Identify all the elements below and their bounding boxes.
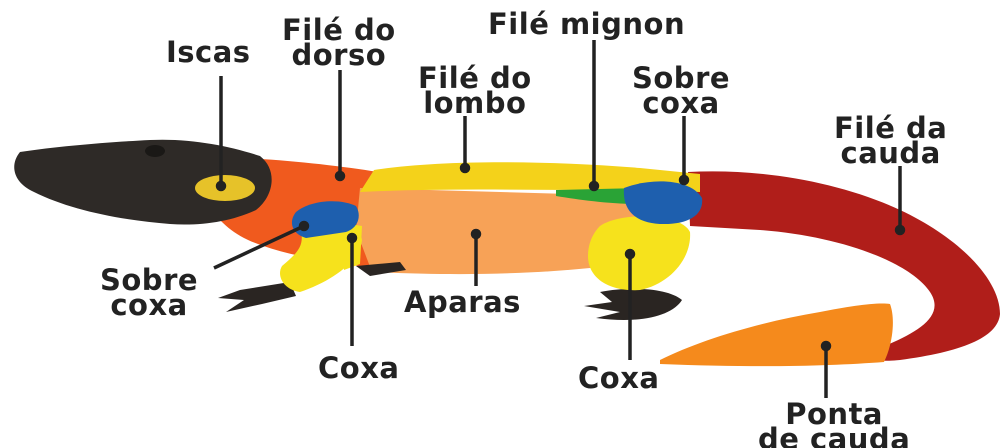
label-iscas: Iscas — [166, 35, 251, 69]
leader-file-cauda-dot — [894, 224, 906, 236]
mignon-region — [556, 188, 640, 204]
label-ponta-cauda: Ponta de cauda — [758, 397, 911, 448]
rear-thigh — [623, 181, 703, 224]
leader-sobre-coxa-rear-dot — [678, 174, 690, 186]
label-file-mignon: Filé mignon — [488, 7, 686, 41]
label-file-mignon-text: Filé mignon — [488, 7, 686, 41]
label-iscas-text: Iscas — [166, 35, 251, 69]
leader-ponta-cauda-dot — [820, 340, 832, 352]
label-sobre-coxa-rear-line2: coxa — [642, 86, 720, 120]
leader-sobre-coxa-front — [213, 224, 305, 270]
label-file-dorso-line1: Filé do — [282, 13, 396, 47]
label-file-cauda: Filé da cauda — [834, 111, 948, 170]
label-aparas-text: Aparas — [404, 285, 521, 319]
label-file-lombo: Filé do lombo — [418, 61, 532, 120]
aparas-region — [356, 188, 650, 275]
leader-file-mignon-dot — [588, 180, 600, 192]
leader-file-lombo-dot — [459, 162, 471, 174]
leader-coxa-front-dot — [346, 232, 358, 244]
rear-foot — [584, 288, 682, 320]
label-file-dorso: Filé do dorso — [282, 13, 396, 72]
label-coxa-front-text: Coxa — [318, 351, 400, 385]
leader-lines — [213, 40, 906, 398]
front-foot — [218, 282, 296, 312]
label-file-dorso-line2: dorso — [291, 38, 387, 72]
label-sobre-coxa-rear-line1: Sobre — [632, 61, 731, 95]
label-sobre-coxa-front-line2: coxa — [110, 288, 188, 322]
label-file-lombo-line1: Filé do — [418, 61, 532, 95]
front-shin — [338, 222, 362, 270]
label-file-cauda-line2: cauda — [840, 136, 941, 170]
front-foot-b — [356, 262, 406, 276]
label-sobre-coxa-front-line1: Sobre — [100, 263, 199, 297]
label-ponta-cauda-line1: Ponta — [785, 397, 884, 431]
label-sobre-coxa-front: Sobre coxa — [100, 263, 199, 322]
label-sobre-coxa-rear: Sobre coxa — [632, 61, 731, 120]
leader-aparas-dot — [470, 228, 482, 240]
label-coxa-rear: Coxa — [578, 361, 660, 395]
head-region — [14, 139, 272, 225]
tail-fillet-region — [688, 171, 1000, 361]
label-coxa-front: Coxa — [318, 351, 400, 385]
leader-iscas-dot — [215, 180, 227, 192]
loin-region — [360, 162, 700, 192]
rear-leg — [588, 216, 691, 291]
leader-file-dorso-dot — [334, 170, 346, 182]
label-file-lombo-line2: lombo — [423, 86, 527, 120]
label-ponta-cauda-line2: de cauda — [758, 422, 911, 448]
tail-tip-region — [660, 303, 893, 367]
label-file-cauda-line1: Filé da — [834, 111, 948, 145]
label-coxa-rear-text: Coxa — [578, 361, 660, 395]
leader-coxa-rear-dot — [624, 248, 636, 260]
label-aparas: Aparas — [404, 285, 521, 319]
eye — [145, 145, 165, 157]
front-thigh — [291, 201, 359, 238]
leader-sobre-coxa-front-dot — [298, 220, 310, 232]
